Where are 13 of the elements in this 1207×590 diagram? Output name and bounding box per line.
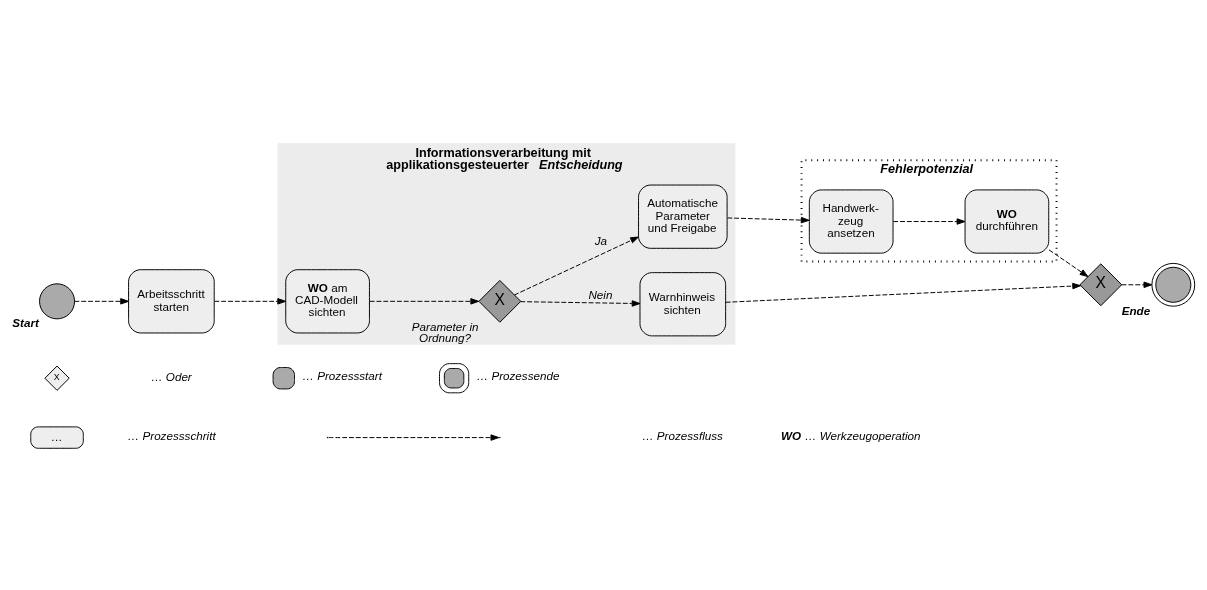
legend-label: … Prozessende: [476, 368, 560, 382]
node-label: Parameter in Ordnung?: [411, 319, 479, 344]
label: X: [53, 371, 60, 382]
edge-label: Ja: [594, 233, 608, 247]
label: …: [50, 429, 63, 443]
legend-label: … Prozessschritt: [127, 428, 216, 442]
legend-label: … Prozessstart: [302, 368, 382, 382]
legend-label: … Prozessfluss: [641, 428, 723, 442]
node-label: Start: [12, 315, 39, 329]
legend-label: WO … Werkzeugoperation: [781, 428, 921, 442]
edge-label: Nein: [588, 287, 613, 301]
legend-label: … Oder: [150, 369, 192, 383]
node-label: Ende: [1121, 303, 1151, 317]
